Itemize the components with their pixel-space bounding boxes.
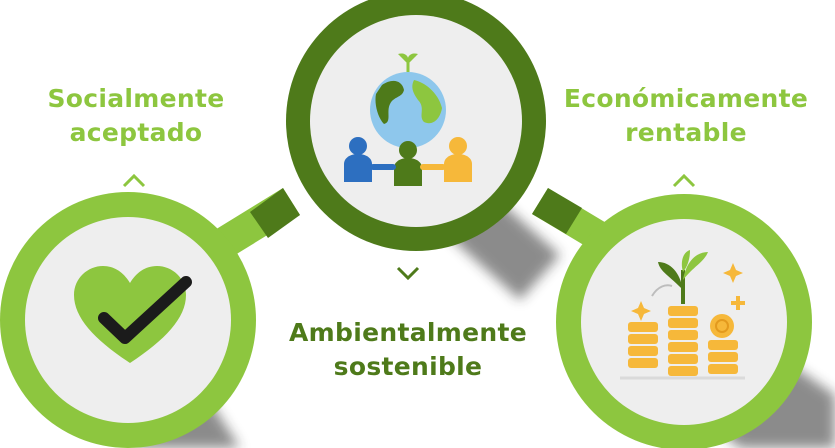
- label-economic-line2: rentable: [625, 118, 747, 147]
- label-social-line1: Socialmente: [47, 84, 225, 113]
- connector-right-dark: [532, 188, 582, 234]
- heart-check-icon: [74, 266, 192, 363]
- label-economic-line1: Económicamente: [563, 84, 809, 113]
- chevron-down-icon: [396, 266, 420, 281]
- label-economic: Económicamente rentable: [548, 82, 824, 150]
- label-social: Socialmente aceptado: [36, 82, 236, 150]
- coins-plant-icon: [620, 250, 745, 380]
- label-social-line2: aceptado: [69, 118, 203, 147]
- globe-people-sprout-icon: [344, 53, 472, 186]
- label-environmental-line1: Ambientalmente: [289, 318, 527, 347]
- chevron-up-icon: [122, 173, 146, 188]
- chevron-up-icon: [672, 173, 696, 188]
- label-environmental-line2: sostenible: [333, 352, 483, 381]
- connector-left-dark: [250, 188, 300, 238]
- label-environmental: Ambientalmente sostenible: [278, 316, 538, 384]
